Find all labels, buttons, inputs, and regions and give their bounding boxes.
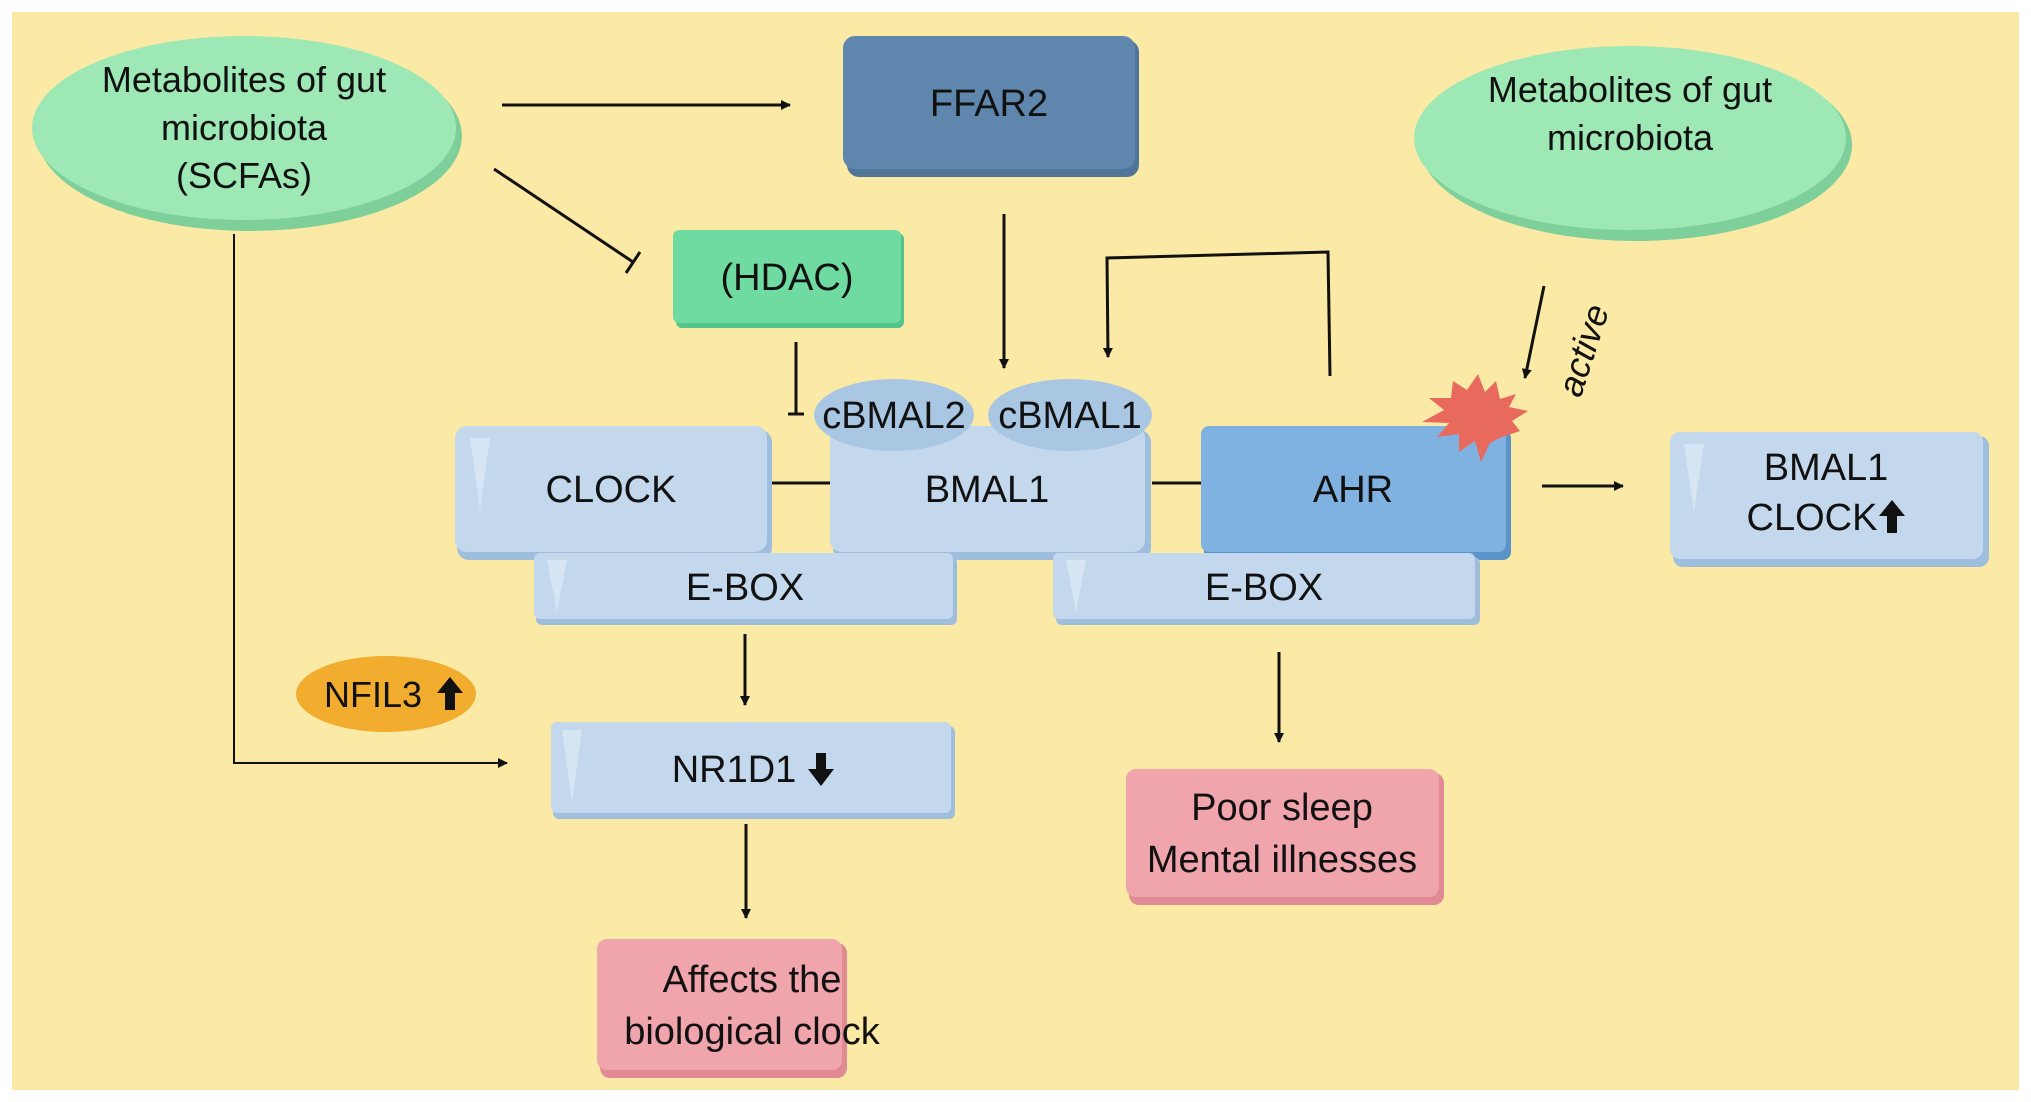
node-right-metabolites: Metabolites of gut microbiota [1414, 46, 1852, 241]
bmal1-clock-line-2: CLOCK [1747, 497, 1878, 539]
scfa-line-3: (SCFAs) [176, 155, 312, 196]
scfa-line-2: microbiota [161, 107, 328, 148]
hdac-label: (HDAC) [721, 257, 854, 299]
ebox-right-label: E-BOX [1205, 567, 1323, 609]
inhibit-scfa-to-hdac [493, 167, 642, 274]
bmal1-label: BMAL1 [925, 469, 1050, 511]
nr1d1-label: NR1D1 [672, 749, 797, 791]
node-biological-clock: Affects the biological clock [597, 939, 881, 1078]
node-bmal1: BMAL1 [830, 426, 1151, 560]
inhibit-hdac-to-cbmal [788, 342, 804, 416]
arrow-ahr-feedback-to-cbmal1 [1102, 250, 1332, 377]
up-arrow-icon [437, 677, 463, 710]
ffar2-label: FFAR2 [930, 83, 1048, 125]
cbmal2-label: cBMAL2 [822, 395, 966, 437]
node-nfil3: NFIL3 [296, 656, 476, 732]
clock-label: CLOCK [546, 469, 677, 511]
arrow-metabolites-to-ahr [1521, 285, 1546, 379]
right-metabolites-line-2: microbiota [1547, 117, 1714, 158]
right-metabolites-line-1: Metabolites of gut [1488, 69, 1772, 110]
node-cbmal2: cBMAL2 [814, 379, 974, 451]
scfa-line-1: Metabolites of gut [102, 59, 386, 100]
node-hdac: (HDAC) [673, 230, 904, 328]
node-cbmal1: cBMAL1 [988, 379, 1152, 451]
node-poor-sleep: Poor sleep Mental illnesses [1126, 769, 1444, 905]
up-arrow-icon [1879, 500, 1905, 533]
node-ffar2: FFAR2 [843, 36, 1139, 177]
node-clock: CLOCK [455, 426, 772, 560]
poor-sleep-line-2: Mental illnesses [1147, 839, 1417, 881]
pathway-diagram: Metabolites of gut microbiota (SCFAs) FF… [12, 12, 2019, 1090]
poor-sleep-line-1: Poor sleep [1191, 787, 1373, 829]
activation-star-icon [1422, 374, 1528, 462]
ebox-left-label: E-BOX [686, 567, 804, 609]
down-arrow-icon [808, 753, 834, 786]
cbmal1-label: cBMAL1 [998, 395, 1142, 437]
node-ebox-left: E-BOX [534, 553, 957, 625]
nfil3-label: NFIL3 [324, 674, 422, 715]
node-bmal1-clock-up: BMAL1 CLOCK [1670, 432, 1989, 567]
biological-clock-line-2: biological clock [624, 1011, 881, 1053]
node-scfa-metabolites: Metabolites of gut microbiota (SCFAs) [32, 36, 462, 231]
bmal1-clock-line-1: BMAL1 [1764, 447, 1889, 489]
biological-clock-line-1: Affects the [663, 959, 842, 1001]
node-nr1d1: NR1D1 [551, 722, 955, 819]
ahr-label: AHR [1313, 469, 1393, 511]
node-ebox-right: E-BOX [1053, 553, 1480, 625]
arrow-scfa-to-nr1d1 [233, 234, 508, 768]
node-ahr: AHR [1201, 426, 1511, 560]
diagram-canvas: Metabolites of gut microbiota (SCFAs) FF… [12, 12, 2019, 1090]
